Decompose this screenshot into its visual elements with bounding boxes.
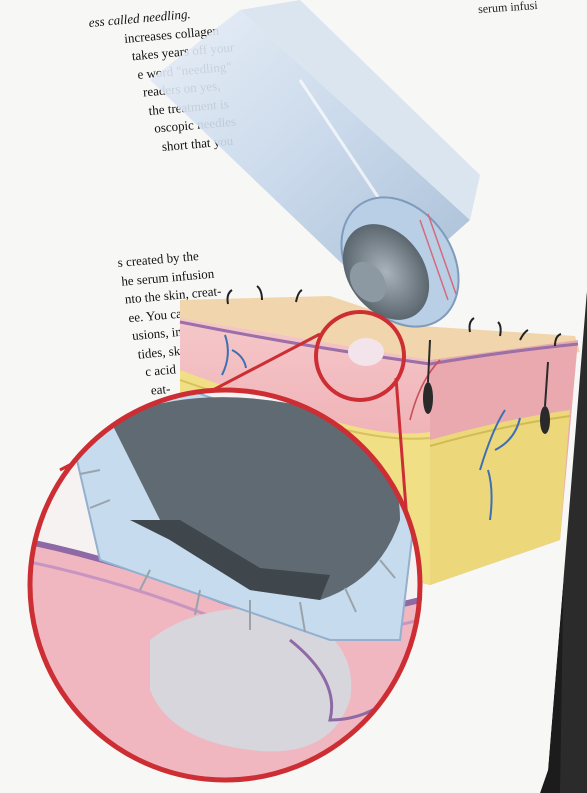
magazine-page: serum infusi ess called needling. increa… xyxy=(0,0,587,793)
microneedling-illustration xyxy=(0,0,587,793)
article-page: serum infusi ess called needling. increa… xyxy=(0,0,587,793)
